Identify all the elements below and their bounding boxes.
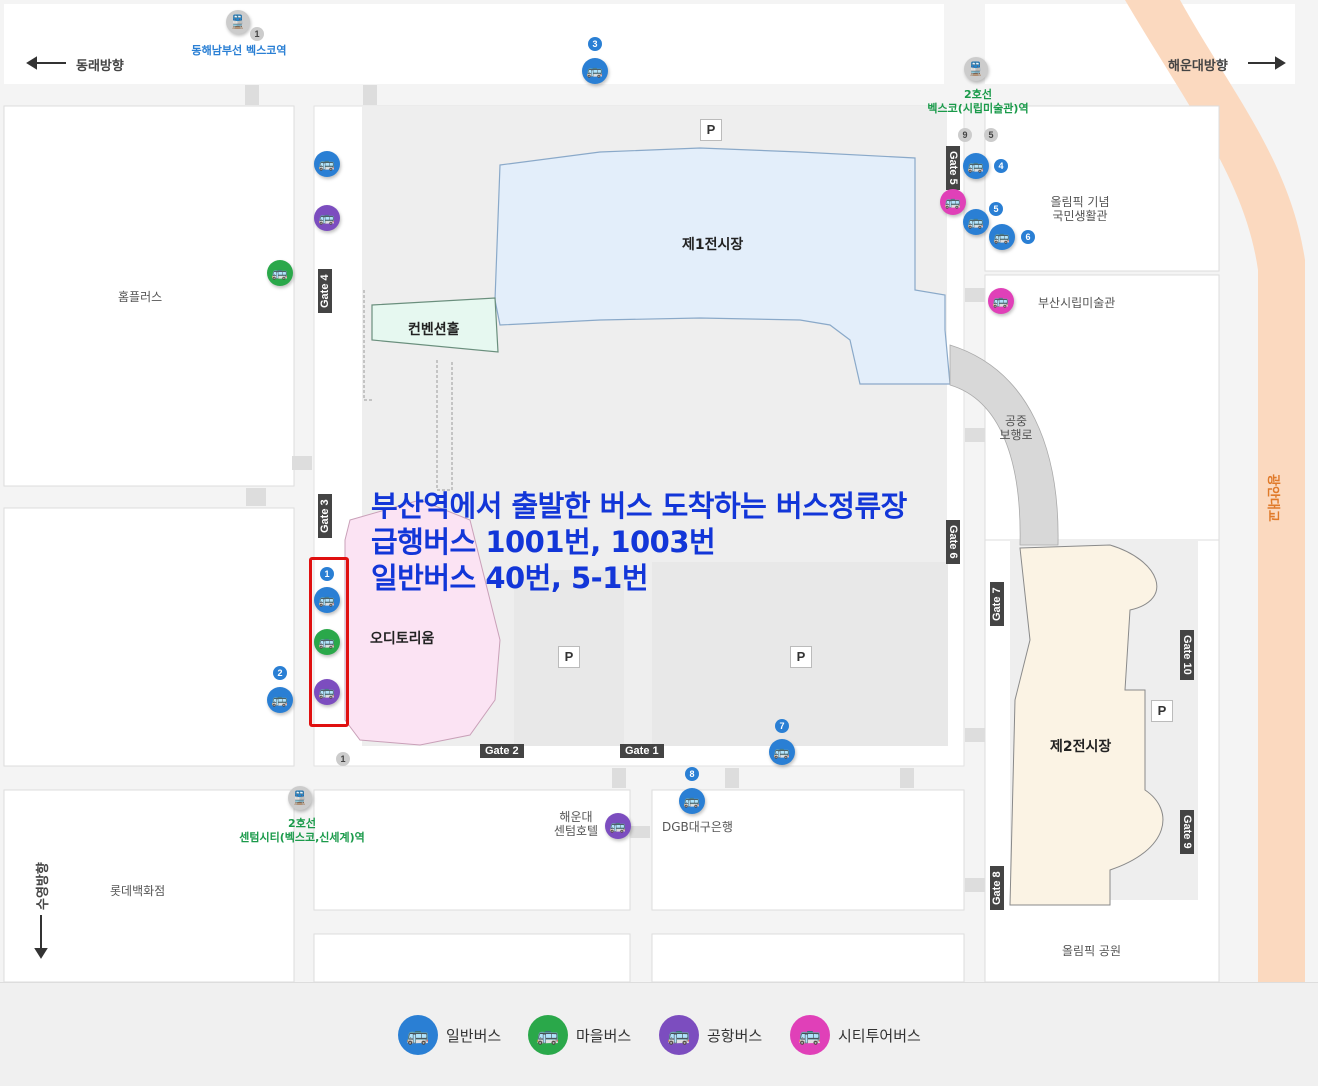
gate-8[interactable]: Gate 8	[990, 866, 1004, 910]
bus-route-annotation: 부산역에서 출발한 버스 도착하는 버스정류장 급행버스 1001번, 1003…	[371, 488, 907, 596]
stop-number: 1	[250, 27, 264, 41]
hall2-label: 제2전시장	[1050, 739, 1112, 755]
lotte-label: 롯데백화점	[110, 884, 166, 898]
gate-9[interactable]: Gate 9	[1180, 810, 1194, 854]
bus-stop-icon[interactable]: 🚌	[769, 739, 795, 765]
legend-item-town: 🚌 마을버스	[528, 1015, 631, 1055]
town-bus-stop-icon[interactable]: 🚌	[267, 260, 293, 286]
airport-bus-icon: 🚌	[659, 1015, 699, 1055]
subway-icon[interactable]: 🚆	[226, 10, 250, 34]
city-tour-bus-icon: 🚌	[790, 1015, 830, 1055]
stop-number: 5	[989, 202, 1003, 216]
subway-icon[interactable]: 🚆	[288, 786, 312, 810]
hall1-label: 제1전시장	[682, 237, 744, 253]
gate-10[interactable]: Gate 10	[1180, 630, 1194, 680]
legend-label: 일반버스	[446, 1026, 502, 1045]
subway-icon[interactable]: 🚆	[964, 57, 988, 81]
direction-dongnae: 동래방향	[76, 59, 124, 74]
bus-stop-icon[interactable]: 🚌	[989, 224, 1015, 250]
legend-item-bus: 🚌 일반버스	[398, 1015, 501, 1055]
gate-7[interactable]: Gate 7	[990, 582, 1004, 626]
stop-number: 1	[336, 752, 350, 766]
highlighted-bus-stop-box	[309, 557, 349, 727]
bus-stop-icon[interactable]: 🚌	[314, 587, 340, 613]
stop-number: 3	[588, 37, 602, 51]
gate-4[interactable]: Gate 4	[318, 269, 332, 313]
gate-1[interactable]: Gate 1	[620, 744, 664, 758]
stop-number: 1	[320, 567, 334, 581]
direction-suyeong: 수영방향	[36, 862, 51, 910]
airport-bus-stop-icon[interactable]: 🚌	[314, 679, 340, 705]
town-bus-icon: 🚌	[528, 1015, 568, 1055]
gwangan-bridge-label: 광안대교	[1265, 474, 1280, 522]
stop-number: 7	[775, 719, 789, 733]
bus-stop-icon[interactable]: 🚌	[679, 788, 705, 814]
stop-number: 2	[273, 666, 287, 680]
annotation-line-2: 급행버스 1001번, 1003번	[371, 525, 716, 559]
map-legend: 🚌 일반버스 🚌 마을버스 🚌 공항버스 🚌 시티투어버스	[0, 982, 1318, 1086]
town-bus-stop-icon[interactable]: 🚌	[314, 629, 340, 655]
stop-number: 8	[685, 767, 699, 781]
parking-marker: P	[700, 119, 722, 141]
convention-hall-label: 컨벤션홀	[408, 322, 460, 338]
legend-item-city: 🚌 시티투어버스	[790, 1015, 921, 1055]
annotation-line-1: 부산역에서 출발한 버스 도착하는 버스정류장	[371, 489, 907, 523]
bus-stop-icon[interactable]: 🚌	[314, 151, 340, 177]
airport-bus-stop-icon[interactable]: 🚌	[605, 813, 631, 839]
gate-3[interactable]: Gate 3	[318, 494, 332, 538]
stop-number: 9	[958, 128, 972, 142]
direction-haeundae: 해운대방향	[1168, 59, 1228, 74]
auditorium-label: 오디토리움	[370, 631, 435, 647]
stop-number: 5	[984, 128, 998, 142]
legend-label: 공항버스	[707, 1026, 763, 1045]
bus-stop-icon[interactable]: 🚌	[582, 58, 608, 84]
gate-2[interactable]: Gate 2	[480, 744, 524, 758]
airport-bus-stop-icon[interactable]: 🚌	[314, 205, 340, 231]
parking-marker: P	[790, 646, 812, 668]
parking-marker: P	[1151, 700, 1173, 722]
parking-marker: P	[558, 646, 580, 668]
bus-stop-icon[interactable]: 🚌	[963, 209, 989, 235]
bus-icon: 🚌	[398, 1015, 438, 1055]
legend-label: 시티투어버스	[838, 1026, 921, 1045]
gate-6[interactable]: Gate 6	[946, 520, 960, 564]
gate-5[interactable]: Gate 5	[946, 146, 960, 190]
stop-number: 4	[994, 159, 1008, 173]
bus-stop-icon[interactable]: 🚌	[963, 153, 989, 179]
city-tour-bus-stop-icon[interactable]: 🚌	[988, 288, 1014, 314]
bus-stop-icon[interactable]: 🚌	[267, 687, 293, 713]
legend-item-air: 🚌 공항버스	[659, 1015, 762, 1055]
museum-label: 부산시립미술관	[1038, 296, 1116, 310]
stop-number: 6	[1021, 230, 1035, 244]
annotation-line-3: 일반버스 40번, 5-1번	[371, 561, 649, 595]
city-tour-bus-stop-icon[interactable]: 🚌	[940, 189, 966, 215]
legend-label: 마을버스	[576, 1026, 632, 1045]
olympic-park-label: 올림픽 공원	[1062, 944, 1122, 958]
homeplus-label: 홈플러스	[118, 290, 163, 304]
station-donghae: 동해남부선 벡스코역	[191, 44, 287, 57]
dgb-bank-label: DGB대구은행	[662, 820, 733, 834]
